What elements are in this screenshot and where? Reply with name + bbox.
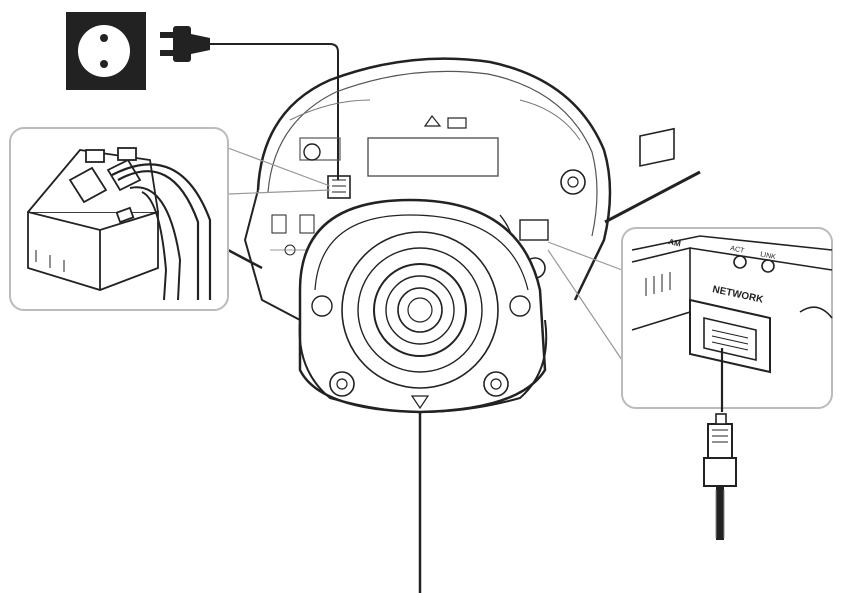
rj45-plug: [703, 348, 737, 487]
power-cable: [210, 43, 339, 180]
led-act-label: ACT: [730, 245, 746, 255]
power-outlet-icon: [66, 12, 146, 90]
network-port-callout: NETWORK ACT LINK AM: [547, 127, 833, 409]
power-wires: [111, 163, 212, 301]
camera-lens: [341, 231, 499, 389]
side-cable-left: [227, 248, 263, 270]
alarm-header-label: AM: [668, 237, 682, 248]
led-link-label: LINK: [760, 251, 777, 261]
power-plug-icon: [160, 26, 210, 62]
camera-dome: [298, 198, 548, 414]
side-cable-right: [604, 170, 701, 224]
power-connector-callout: [9, 127, 331, 311]
